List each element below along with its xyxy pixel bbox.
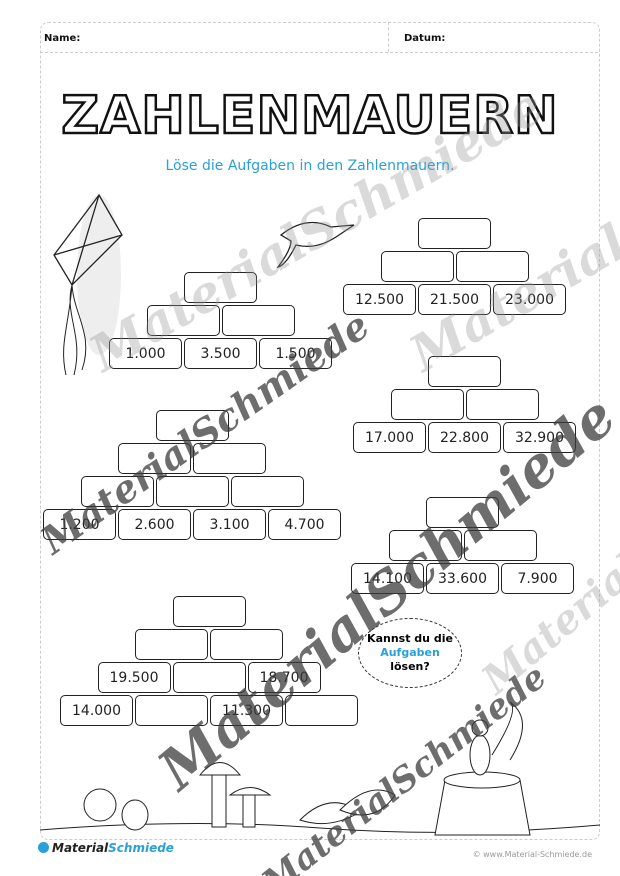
empty-brick-input[interactable] bbox=[221, 305, 295, 336]
empty-brick-input[interactable] bbox=[184, 272, 257, 303]
empty-brick-input[interactable] bbox=[380, 251, 454, 282]
number-brick: 14.000 bbox=[60, 695, 133, 726]
bubble-line-2: Aufgaben bbox=[380, 646, 440, 659]
number-brick: 12.500 bbox=[343, 284, 416, 315]
empty-brick-input[interactable] bbox=[135, 629, 208, 660]
number-brick: 7.900 bbox=[501, 563, 574, 594]
header-divider bbox=[388, 22, 389, 52]
empty-brick-input[interactable] bbox=[155, 410, 229, 441]
pencil-icon bbox=[38, 842, 49, 853]
header-row: Name: Datum: bbox=[40, 22, 598, 53]
bubble-line-1: Kannst du die bbox=[367, 632, 453, 645]
empty-brick-input[interactable] bbox=[230, 476, 304, 507]
bubble-line-3: lösen? bbox=[390, 660, 430, 673]
brand-logo: MaterialSchmiede bbox=[38, 841, 174, 855]
empty-brick-input[interactable] bbox=[118, 443, 191, 474]
number-brick: 23.000 bbox=[493, 284, 566, 315]
number-brick: 19.500 bbox=[97, 662, 171, 693]
number-brick: 21.500 bbox=[418, 284, 491, 315]
speech-bubble: Kannst du die Aufgaben lösen? bbox=[358, 618, 462, 688]
empty-brick-input[interactable] bbox=[135, 695, 208, 726]
number-brick: 3.500 bbox=[184, 338, 257, 369]
bird-icon bbox=[276, 221, 355, 269]
number-brick: 33.600 bbox=[426, 563, 499, 594]
empty-brick-input[interactable] bbox=[172, 596, 246, 627]
number-brick: 1.000 bbox=[109, 338, 182, 369]
number-brick: 32.900 bbox=[503, 422, 576, 453]
empty-brick-input[interactable] bbox=[155, 476, 229, 507]
empty-brick-input[interactable] bbox=[285, 695, 358, 726]
number-brick: 1.200 bbox=[43, 509, 116, 540]
instruction-text: Löse die Aufgaben in den Zahlenmauern. bbox=[165, 158, 455, 174]
kite-illustration bbox=[53, 193, 123, 376]
empty-brick-input[interactable] bbox=[172, 662, 246, 693]
empty-brick-input[interactable] bbox=[80, 476, 154, 507]
number-brick: 2.600 bbox=[118, 509, 191, 540]
empty-brick-input[interactable] bbox=[455, 251, 529, 282]
empty-brick-input[interactable] bbox=[418, 218, 491, 249]
empty-brick-input[interactable] bbox=[390, 389, 464, 420]
empty-brick-input[interactable] bbox=[428, 356, 501, 387]
empty-brick-input[interactable] bbox=[388, 530, 462, 561]
name-label: Name: bbox=[44, 33, 81, 44]
empty-brick-input[interactable] bbox=[210, 629, 283, 660]
empty-brick-input[interactable] bbox=[146, 305, 220, 336]
empty-brick-input[interactable] bbox=[426, 497, 499, 528]
empty-brick-input[interactable] bbox=[463, 530, 537, 561]
number-brick: 22.800 bbox=[428, 422, 501, 453]
number-brick: 17.000 bbox=[353, 422, 426, 453]
autumn-ground-illustration bbox=[40, 701, 600, 836]
date-label: Datum: bbox=[404, 33, 446, 44]
empty-brick-input[interactable] bbox=[193, 443, 266, 474]
number-brick: 3.100 bbox=[193, 509, 266, 540]
number-brick: 11.300 bbox=[210, 695, 283, 726]
number-brick: 18.700 bbox=[247, 662, 321, 693]
number-brick: 1.500 bbox=[259, 338, 332, 369]
number-brick: 4.700 bbox=[268, 509, 341, 540]
number-brick: 14.100 bbox=[351, 563, 424, 594]
page-border bbox=[40, 22, 600, 840]
copyright-text: © www.Material-Schmiede.de bbox=[472, 850, 592, 859]
empty-brick-input[interactable] bbox=[465, 389, 539, 420]
logo-text-a: Material bbox=[52, 841, 109, 855]
logo-text-b: Schmiede bbox=[108, 841, 174, 855]
page-title: ZAHLENMAUERN bbox=[60, 85, 559, 148]
